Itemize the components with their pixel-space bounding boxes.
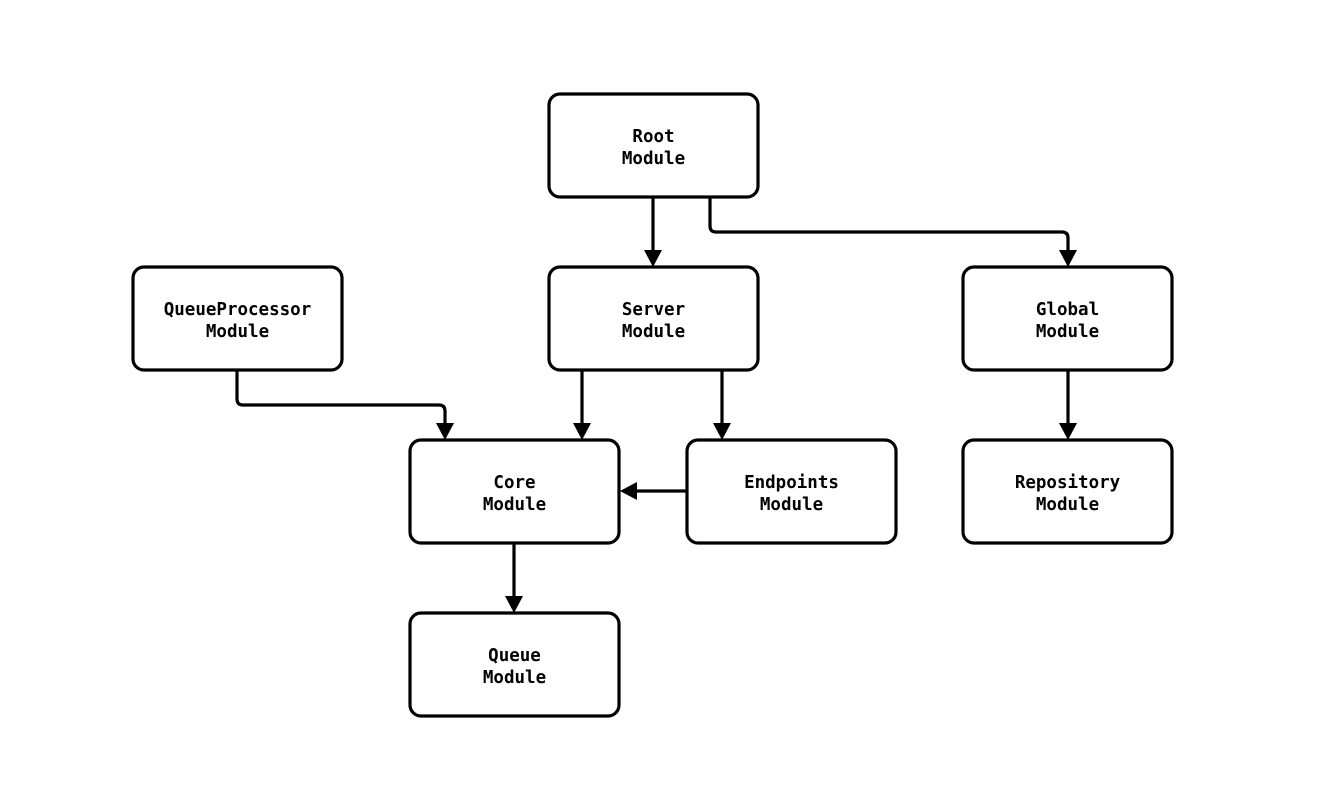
node-core-module[interactable]: Core Module bbox=[408, 438, 621, 545]
node-box[interactable] bbox=[961, 438, 1174, 545]
node-label-line1: Repository bbox=[1015, 473, 1121, 493]
node-label-line1: Root bbox=[632, 127, 674, 147]
node-box[interactable] bbox=[547, 265, 760, 372]
node-label-line1: QueueProcessor bbox=[164, 300, 312, 320]
arrow-head-icon bbox=[436, 423, 454, 440]
edge-global-to-repository bbox=[1059, 370, 1077, 440]
node-box[interactable] bbox=[547, 92, 760, 199]
edge-endpoints-to-core bbox=[620, 482, 687, 500]
arrow-head-icon bbox=[1059, 250, 1077, 267]
node-queue-module[interactable]: Queue Module bbox=[408, 611, 621, 718]
node-label-line1: Endpoints bbox=[744, 473, 839, 493]
node-box[interactable] bbox=[408, 438, 621, 545]
node-label-line2: Module bbox=[483, 668, 546, 688]
node-label-line2: Module bbox=[483, 495, 546, 515]
node-box[interactable] bbox=[408, 611, 621, 718]
node-label-line2: Module bbox=[622, 149, 685, 169]
node-label-line1: Server bbox=[622, 300, 685, 320]
node-label-line2: Module bbox=[1036, 322, 1099, 342]
arrow-head-icon bbox=[1059, 423, 1077, 440]
node-label-line2: Module bbox=[206, 322, 269, 342]
node-label-line2: Module bbox=[1036, 495, 1099, 515]
node-root-module[interactable]: Root Module bbox=[547, 92, 760, 199]
arrow-head-icon bbox=[644, 250, 662, 267]
node-label-line1: Core bbox=[493, 473, 535, 493]
edge-queueprocessor-to-core bbox=[235, 370, 454, 440]
edge-root-to-server bbox=[644, 197, 662, 267]
arrow-head-icon bbox=[505, 596, 523, 613]
node-label-line2: Module bbox=[622, 322, 685, 342]
node-label-line1: Global bbox=[1036, 300, 1099, 320]
node-box[interactable] bbox=[131, 265, 344, 372]
arrow-head-icon bbox=[620, 482, 637, 500]
node-box[interactable] bbox=[961, 265, 1174, 372]
edge-root-to-global bbox=[708, 197, 1077, 267]
node-endpoints-module[interactable]: Endpoints Module bbox=[685, 438, 898, 545]
edge-server-to-endpoints bbox=[713, 370, 731, 440]
edge-core-to-queue bbox=[505, 543, 523, 613]
node-label-line1: Queue bbox=[488, 646, 541, 666]
node-server-module[interactable]: Server Module bbox=[547, 265, 760, 372]
arrow-head-icon bbox=[713, 423, 731, 440]
node-repository-module[interactable]: Repository Module bbox=[961, 438, 1174, 545]
node-label-line2: Module bbox=[760, 495, 823, 515]
edge-line bbox=[708, 197, 1070, 250]
node-global-module[interactable]: Global Module bbox=[961, 265, 1174, 372]
edge-server-to-core bbox=[573, 370, 591, 440]
arrow-head-icon bbox=[573, 423, 591, 440]
node-box[interactable] bbox=[685, 438, 898, 545]
node-queueprocessor-module[interactable]: QueueProcessor Module bbox=[131, 265, 344, 372]
edge-line bbox=[235, 370, 447, 423]
